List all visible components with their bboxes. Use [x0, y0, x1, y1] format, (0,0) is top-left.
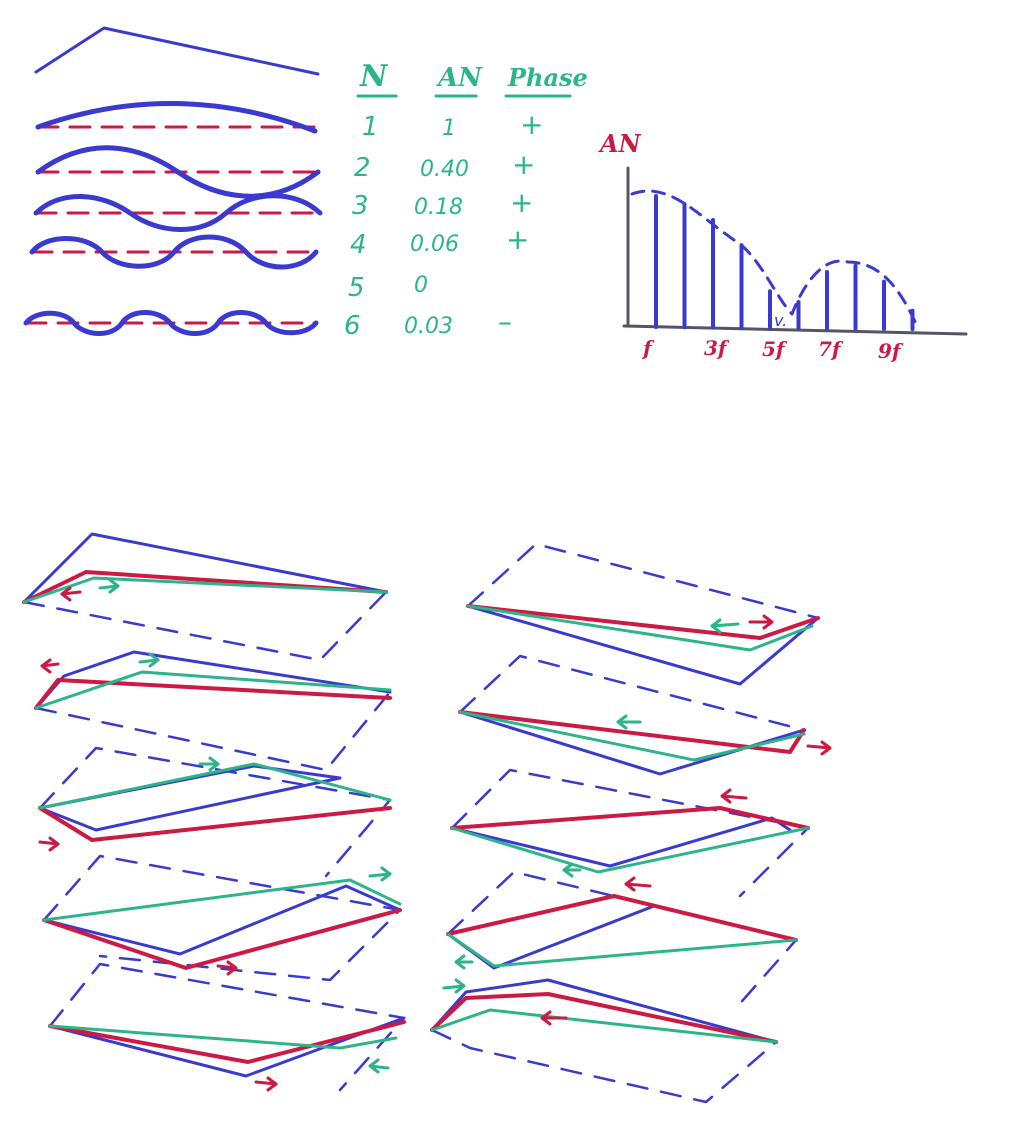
row-phase: –	[498, 305, 512, 338]
row-n: 5	[348, 273, 365, 303]
x-axis	[622, 324, 968, 336]
string-frame-left-2	[34, 650, 392, 772]
mode-4	[29, 234, 319, 270]
row-an: 1	[442, 116, 456, 141]
tick-label: 9f	[878, 339, 904, 363]
table-row: 2 0.40 +	[354, 148, 535, 183]
string-frame-right-3	[450, 768, 810, 898]
spectrum-dip-mark: v.	[774, 311, 787, 330]
tick-label: 3f	[704, 336, 730, 360]
row-n: 6	[344, 311, 361, 341]
row-an: 0	[414, 273, 428, 298]
tick-label: f	[641, 336, 655, 360]
string-frame-left-3	[38, 746, 392, 878]
header-n: N	[359, 59, 389, 94]
spectrum-chart: AN v. f 3f 5f 7f 9f	[598, 129, 968, 363]
header-an: AN	[435, 63, 483, 93]
table-row: 5 0	[348, 273, 428, 303]
string-frame-left-5	[48, 962, 406, 1092]
row-an: 0.03	[404, 314, 453, 339]
string-frame-left-4	[42, 854, 402, 982]
row-an: 0.06	[410, 232, 459, 257]
string-frame-right-5	[430, 978, 778, 1104]
string-frame-left-1	[22, 532, 388, 662]
row-phase: +	[512, 148, 535, 181]
harmonics-table: N AN Phase 1 1 + 2 0.40 + 3 0.18 + 4 0.0…	[344, 59, 588, 341]
table-row: 3 0.18 +	[352, 186, 533, 221]
row-an: 0.40	[420, 157, 469, 182]
row-n: 4	[350, 230, 367, 260]
row-n: 3	[352, 191, 369, 221]
table-row: 1 1 +	[362, 108, 543, 142]
string-frame-right-1	[466, 542, 820, 686]
table-row: 4 0.06 +	[350, 223, 529, 260]
row-phase: +	[506, 223, 529, 256]
table-header: N AN Phase	[356, 59, 588, 98]
row-n: 2	[354, 153, 371, 183]
spectrum-ticks: f 3f 5f 7f 9f	[641, 336, 904, 363]
row-phase: +	[510, 186, 533, 219]
row-phase: +	[520, 108, 543, 141]
spectrum-ylabel: AN	[598, 129, 642, 158]
table-row: 6 0.03 –	[344, 305, 512, 341]
row-an: 0.18	[414, 195, 463, 220]
string-frame-right-4	[446, 870, 798, 1010]
string-frame-right-2	[458, 654, 832, 776]
spectrum-bars	[654, 194, 915, 332]
mode-1	[35, 101, 318, 134]
header-phase: Phase	[507, 63, 588, 92]
plucked-string-shape	[34, 26, 320, 76]
mode-2	[35, 145, 321, 199]
mode-3	[33, 193, 323, 232]
tick-label: 5f	[762, 337, 788, 361]
tick-label: 7f	[818, 337, 844, 361]
mode-6	[23, 310, 319, 336]
spectrum-envelope	[630, 189, 920, 330]
row-n: 1	[362, 112, 379, 142]
